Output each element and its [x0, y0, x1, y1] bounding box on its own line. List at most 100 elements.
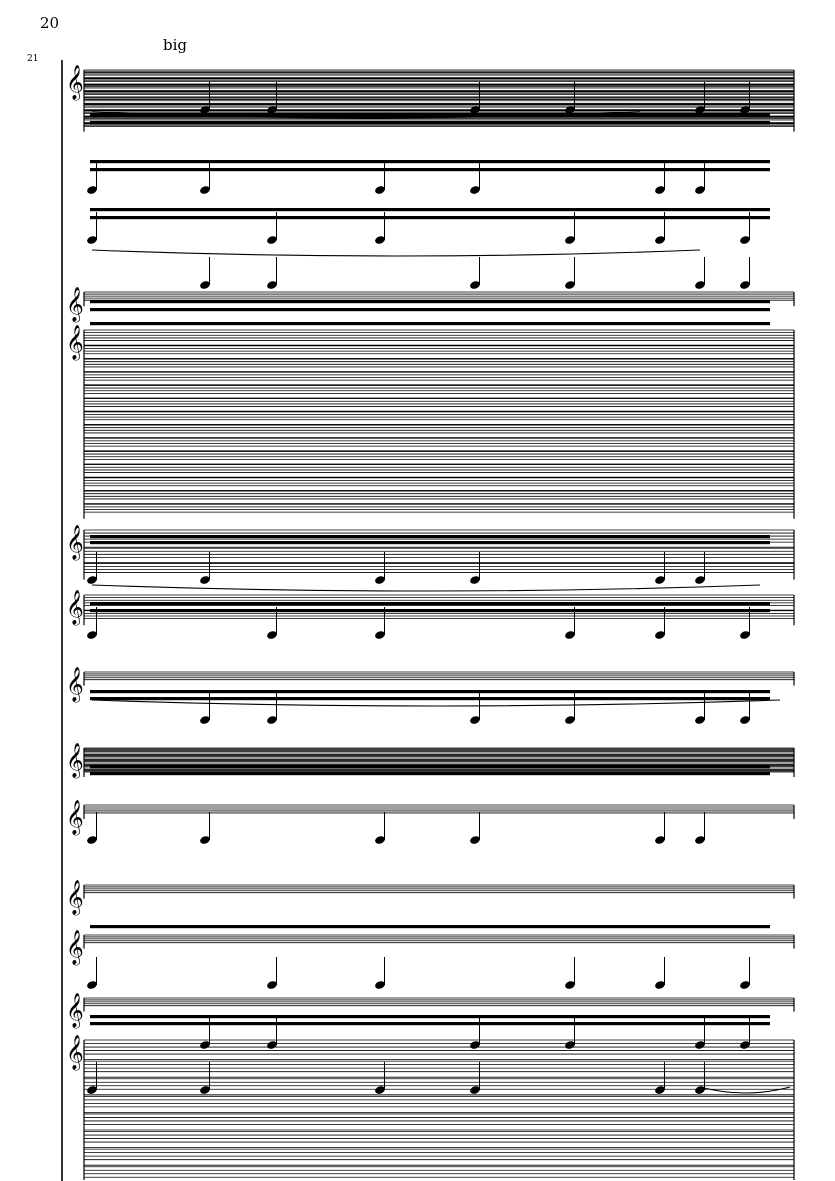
- notehead: [740, 106, 750, 114]
- notehead: [470, 716, 480, 724]
- notehead: [375, 186, 385, 194]
- notehead: [375, 236, 385, 244]
- notehead: [375, 1086, 385, 1094]
- beam: [90, 541, 770, 545]
- notehead: [200, 716, 210, 724]
- notehead: [695, 836, 705, 844]
- notehead: [200, 106, 210, 114]
- beam: [90, 772, 770, 776]
- notehead: [375, 631, 385, 639]
- beam: [90, 609, 770, 613]
- notehead: [470, 106, 480, 114]
- treble-clef-icon: 𝄞: [66, 993, 84, 1029]
- notehead: [470, 576, 480, 584]
- notehead: [695, 281, 705, 289]
- beam: [90, 168, 770, 172]
- beam: [90, 1015, 770, 1019]
- notehead: [267, 631, 277, 639]
- barlines: [61, 60, 795, 1181]
- ties: [91, 111, 791, 1094]
- treble-clef-icon: 𝄞: [66, 667, 84, 703]
- notehead: [740, 981, 750, 989]
- notehead: [695, 716, 705, 724]
- notehead: [655, 836, 665, 844]
- notehead: [740, 236, 750, 244]
- notehead: [470, 186, 480, 194]
- beam: [90, 300, 770, 304]
- tie: [91, 249, 701, 257]
- notehead: [267, 716, 277, 724]
- notehead: [565, 106, 575, 114]
- notehead: [695, 576, 705, 584]
- notehead: [267, 1041, 277, 1049]
- beam: [90, 121, 770, 125]
- treble-clef-icon: 𝄞: [66, 65, 84, 101]
- treble-clef-icon: 𝄞: [66, 325, 84, 361]
- notehead: [470, 281, 480, 289]
- notehead: [87, 981, 97, 989]
- notehead: [655, 186, 665, 194]
- notehead: [565, 236, 575, 244]
- beam: [90, 697, 770, 701]
- beam: [90, 690, 770, 694]
- notehead: [565, 1041, 575, 1049]
- treble-clef-icon: 𝄞: [66, 1035, 84, 1071]
- notehead: [695, 1041, 705, 1049]
- measure-number: 21: [27, 54, 39, 64]
- notehead: [740, 631, 750, 639]
- beam: [90, 308, 770, 312]
- notehead: [375, 981, 385, 989]
- treble-clef-icon: 𝄞: [66, 525, 84, 561]
- beam: [90, 602, 770, 606]
- treble-clef-icon: 𝄞: [66, 930, 84, 966]
- notehead: [200, 1086, 210, 1094]
- notehead: [200, 186, 210, 194]
- notehead: [565, 716, 575, 724]
- treble-clefs: 𝄞𝄞𝄞𝄞𝄞𝄞𝄞𝄞𝄞𝄞𝄞𝄞: [66, 65, 84, 1071]
- treble-clef-icon: 𝄞: [66, 800, 84, 836]
- notehead: [470, 1086, 480, 1094]
- notehead: [655, 236, 665, 244]
- beam: [90, 1022, 770, 1026]
- noteheads: [87, 82, 750, 1094]
- treble-clef-icon: 𝄞: [66, 743, 84, 779]
- tie: [91, 111, 641, 119]
- notehead: [87, 631, 97, 639]
- notehead: [267, 106, 277, 114]
- tie: [91, 699, 781, 707]
- notehead: [200, 281, 210, 289]
- notehead: [655, 631, 665, 639]
- beam: [90, 160, 770, 164]
- tie: [91, 584, 761, 592]
- notehead: [740, 1041, 750, 1049]
- notehead: [87, 576, 97, 584]
- notehead: [740, 716, 750, 724]
- beam: [90, 765, 770, 769]
- notehead: [200, 1041, 210, 1049]
- treble-clef-icon: 𝄞: [66, 590, 84, 626]
- beams: [90, 113, 770, 1026]
- notehead: [655, 1086, 665, 1094]
- notehead: [200, 836, 210, 844]
- notehead: [375, 836, 385, 844]
- notehead: [87, 186, 97, 194]
- notehead: [695, 186, 705, 194]
- treble-clef-icon: 𝄞: [66, 880, 84, 916]
- notehead: [87, 836, 97, 844]
- notehead: [267, 236, 277, 244]
- notehead: [655, 981, 665, 989]
- staff-lines: [84, 69, 794, 1178]
- page-number: 20: [40, 14, 60, 32]
- notehead: [375, 576, 385, 584]
- tie: [699, 1086, 791, 1094]
- beam: [90, 216, 770, 220]
- notehead: [87, 1086, 97, 1094]
- beam: [90, 113, 770, 117]
- notehead: [655, 576, 665, 584]
- beam: [90, 925, 770, 929]
- expression-text: big: [163, 36, 188, 54]
- notehead: [470, 1041, 480, 1049]
- notehead: [695, 106, 705, 114]
